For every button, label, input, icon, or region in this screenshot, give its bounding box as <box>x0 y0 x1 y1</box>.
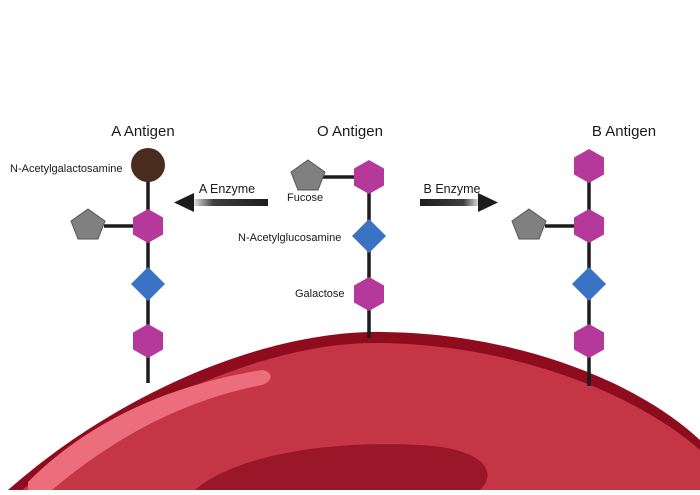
fucose-label: Fucose <box>287 192 323 204</box>
cell-body <box>22 342 700 490</box>
b-fucose-node <box>511 208 547 240</box>
galactose-label: Galactose <box>295 288 345 300</box>
a-enzyme-arrow-shaft <box>190 199 268 206</box>
a-enzyme-arrow: A Enzyme <box>174 182 268 212</box>
b-galactose-node-terminal <box>574 149 604 183</box>
b-enzyme-arrow: B Enzyme <box>420 182 498 212</box>
o-galactose-node-1 <box>354 160 384 194</box>
b-enzyme-arrow-head <box>478 193 498 212</box>
o-antigen: O Antigen Fucose N-Acetylglucosamine Gal… <box>238 123 386 311</box>
cell-center-shadow <box>195 444 488 490</box>
a-antigen: A Antigen N-Acetylgalactosamine <box>10 123 175 358</box>
red-blood-cell <box>8 331 700 490</box>
a-fucose-node <box>70 208 106 240</box>
b-antigen: B Antigen <box>511 123 656 358</box>
cell-highlight <box>28 370 271 490</box>
b-galactose-node-1 <box>574 209 604 243</box>
n-acetylgalactosamine-label: N-Acetylgalactosamine <box>10 163 123 175</box>
a-antigen-title: A Antigen <box>111 123 174 140</box>
o-n-acetylglucosamine-node <box>352 219 386 253</box>
a-enzyme-label: A Enzyme <box>199 182 255 196</box>
o-galactose-node-2 <box>354 277 384 311</box>
b-galactose-node-2 <box>574 324 604 358</box>
a-galactose-node-1 <box>133 209 163 243</box>
b-antigen-title: B Antigen <box>592 123 656 140</box>
b-enzyme-arrow-shaft <box>420 199 482 206</box>
a-n-acetylglucosamine-node <box>131 267 165 301</box>
n-acetylgalactosamine-node <box>131 148 165 182</box>
o-fucose-node <box>290 159 326 191</box>
n-acetylglucosamine-label: N-Acetylglucosamine <box>238 232 341 244</box>
b-n-acetylglucosamine-node <box>572 267 606 301</box>
b-enzyme-label: B Enzyme <box>424 182 481 196</box>
o-antigen-title: O Antigen <box>317 123 383 140</box>
a-enzyme-arrow-head <box>174 193 194 212</box>
a-galactose-node-2 <box>133 324 163 358</box>
